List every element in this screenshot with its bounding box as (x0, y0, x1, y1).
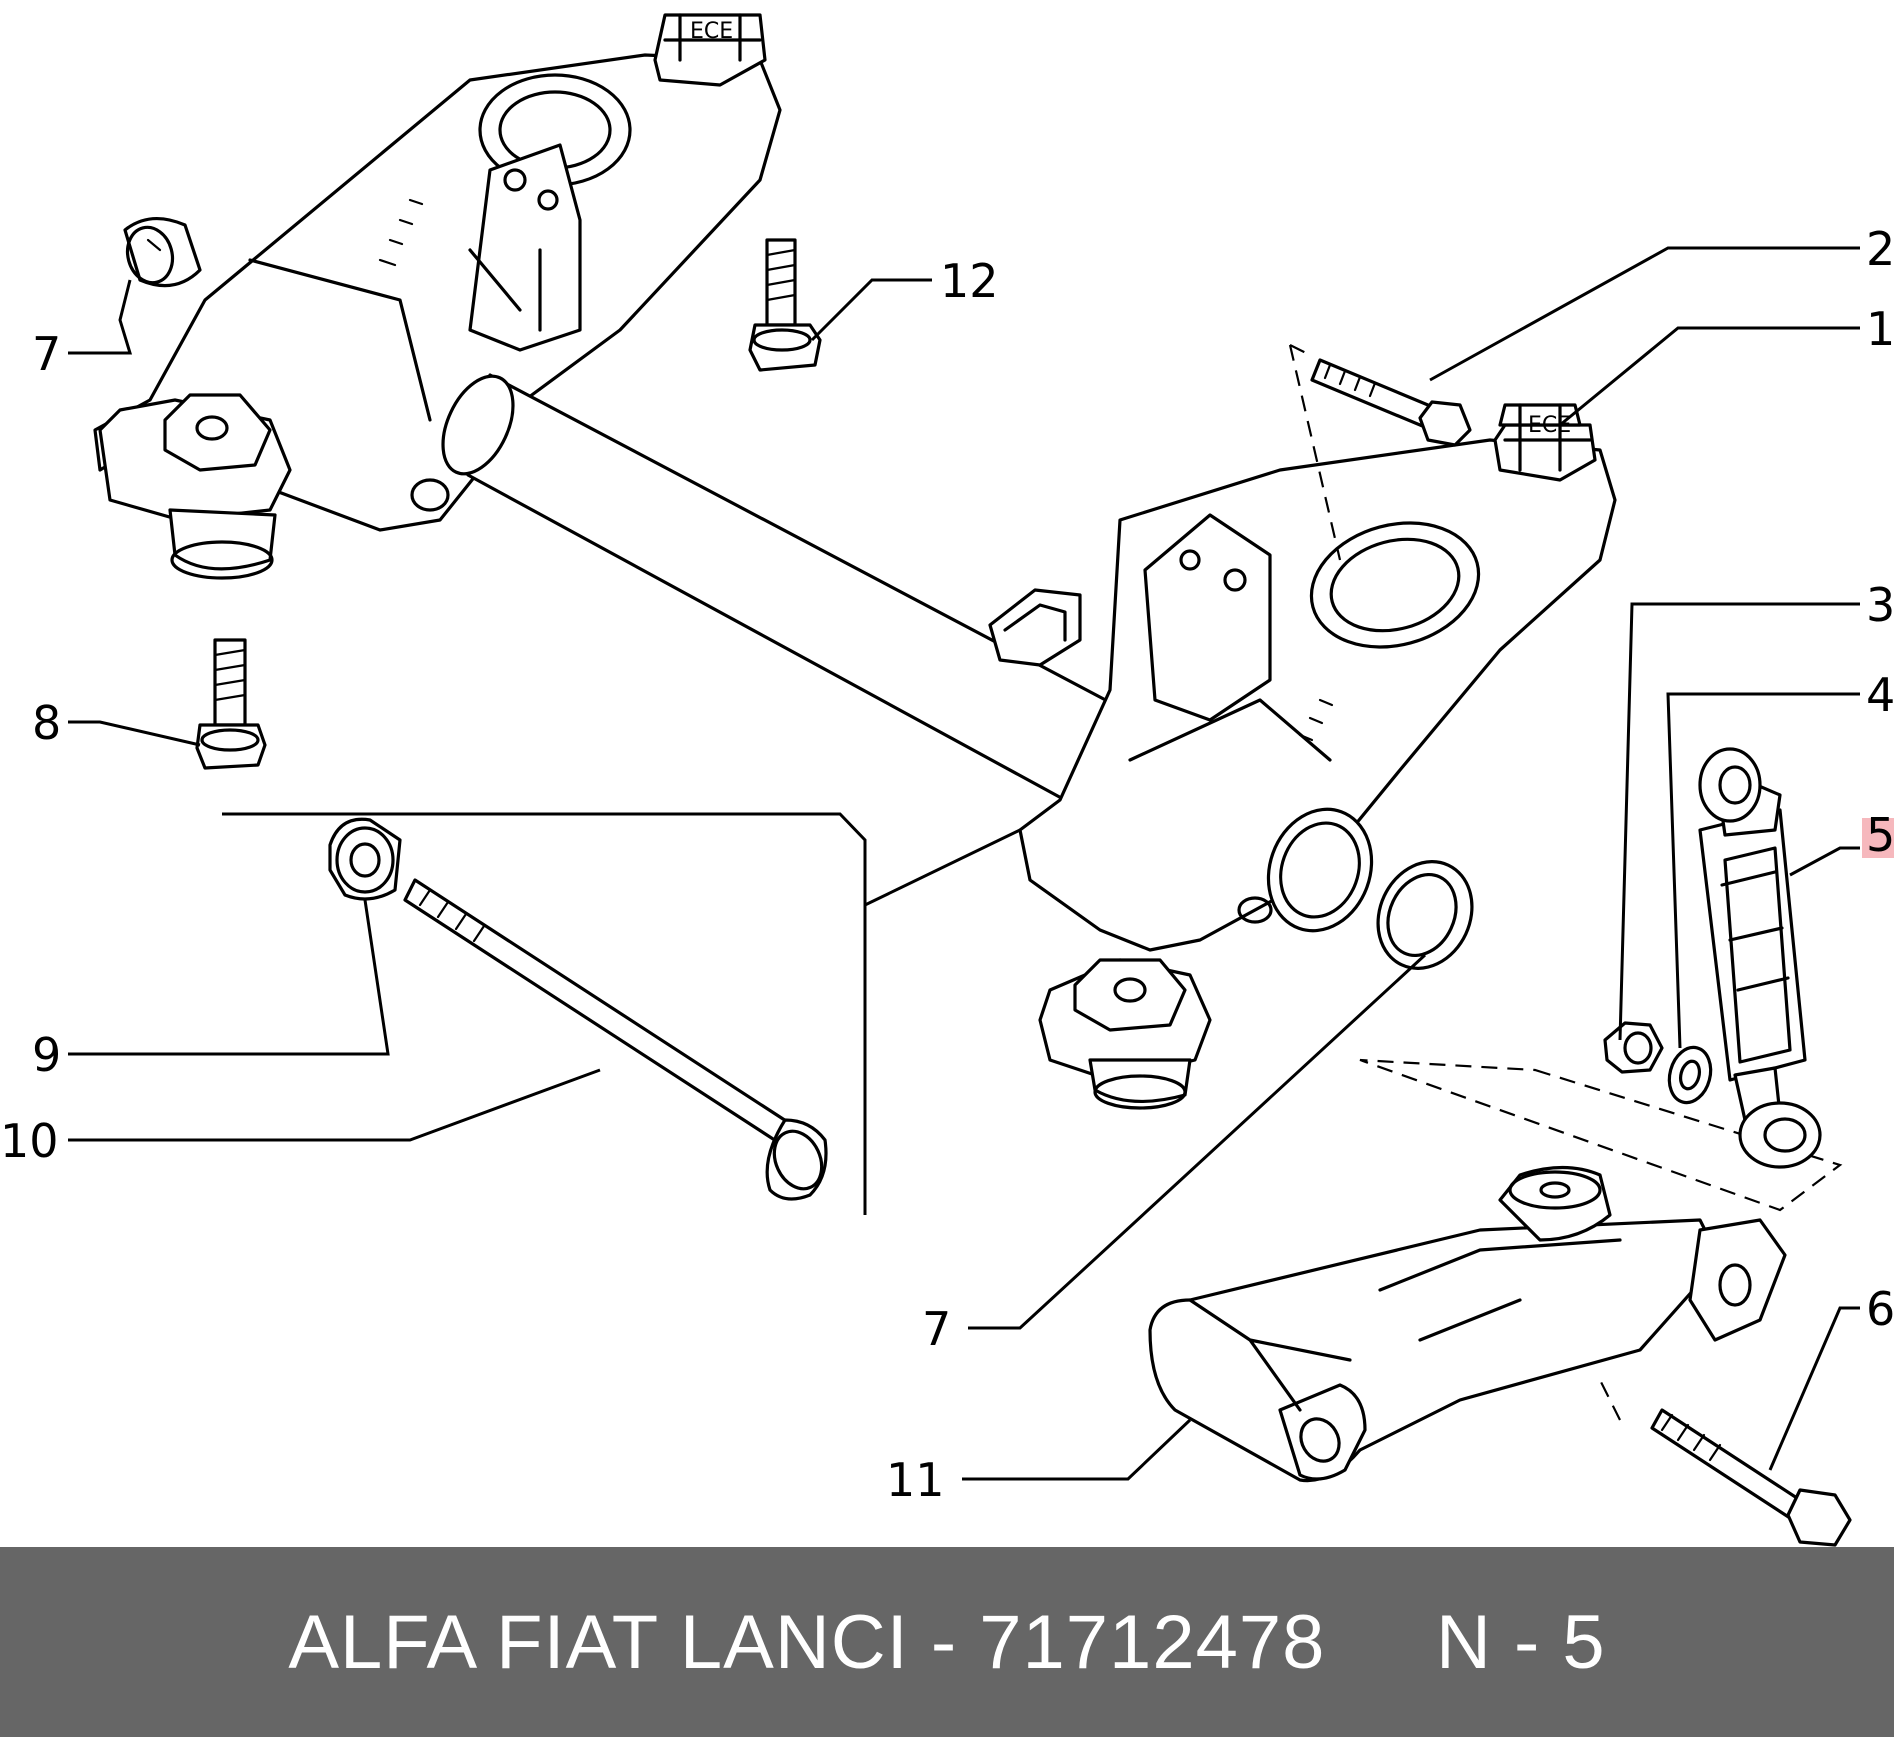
part-10-bolt (403, 878, 828, 1201)
part-4-washer (1667, 1045, 1713, 1105)
callout-5-highlight (1862, 818, 1894, 858)
callout-3: 3 (1866, 578, 1894, 632)
callout-7-bottom: 7 (922, 1302, 951, 1356)
callout-1: 1 (1866, 302, 1894, 356)
leader-lines (68, 246, 1860, 1481)
part-9-nut (328, 817, 402, 901)
svg-text:ECE: ECE (1528, 413, 1571, 438)
part-8-bolt (195, 638, 267, 770)
callouts: 2 1 12 7 3 4 5 8 9 10 7 6 11 (0, 222, 1894, 1507)
callout-10: 10 (0, 1114, 59, 1168)
left-beam-housing: ECE (93, 13, 782, 580)
callout-2: 2 (1866, 222, 1894, 276)
part-5-shock-absorber (1698, 747, 1822, 1169)
callout-4: 4 (1866, 668, 1894, 722)
callout-7-top: 7 (32, 327, 61, 381)
part-3-nut (1603, 1021, 1664, 1074)
svg-text:ECE: ECE (690, 19, 733, 44)
part-12-bolt (748, 238, 822, 372)
callout-12: 12 (940, 254, 999, 308)
part-7-bushing-top (123, 216, 202, 288)
part-7-ring (1376, 860, 1474, 970)
callout-6: 6 (1866, 1282, 1894, 1336)
footer-part-number: ALFA FIAT LANCI - 71712478 N - 5 (288, 1599, 1606, 1685)
part-2-bolt (1310, 358, 1472, 447)
part-6-bolt (1650, 1408, 1852, 1547)
right-beam-housing: ECE (988, 403, 1617, 1110)
callout-9: 9 (32, 1028, 61, 1082)
callout-11: 11 (886, 1453, 945, 1507)
cross-tube (441, 373, 1117, 802)
assembly-guides (1288, 344, 1843, 1421)
callout-8: 8 (32, 696, 61, 750)
callout-5: 5 (1866, 808, 1894, 862)
footer-banner: ALFA FIAT LANCI - 71712478 N - 5 (0, 1547, 1894, 1737)
part-11-trailing-arm (1148, 1165, 1787, 1483)
exploded-parts-diagram: ECE ECE (0, 13, 1894, 1547)
